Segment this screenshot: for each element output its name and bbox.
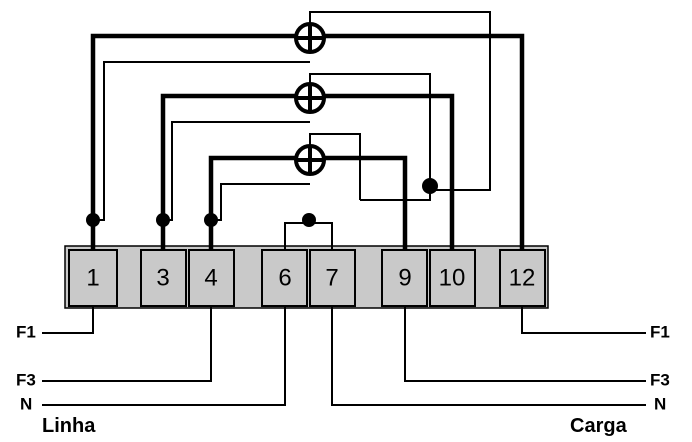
voltage-wire-2 <box>211 183 310 221</box>
terminal-6-label: 6 <box>278 264 291 291</box>
terminal-4: 4 <box>188 249 235 307</box>
voltage-coils <box>294 22 326 176</box>
external-wires <box>42 306 646 406</box>
terminal-7-label: 7 <box>325 264 338 291</box>
junction-dots <box>86 178 438 227</box>
line-f3-label: F3 <box>16 370 36 389</box>
terminal-10: 10 <box>429 249 476 307</box>
junction-dot-1 <box>86 213 100 227</box>
coil-1-icon <box>294 22 326 54</box>
terminal-3: 3 <box>140 249 187 307</box>
terminal-9-label: 9 <box>398 264 411 291</box>
line-n-label: N <box>20 394 32 413</box>
voltage-wires <box>93 11 491 250</box>
load-n-wire <box>331 306 646 406</box>
line-f1-wire <box>42 306 94 334</box>
line-f1-label: F1 <box>16 322 36 341</box>
terminal-9: 9 <box>381 249 428 307</box>
load-f1-wire <box>521 306 646 334</box>
voltage-wire-1-return <box>309 11 491 191</box>
voltage-wire-3-return <box>309 73 431 201</box>
load-f3-label: F3 <box>650 370 670 389</box>
load-f1-label: F1 <box>650 322 670 341</box>
terminal-12: 12 <box>499 249 546 307</box>
terminal-3-label: 3 <box>156 264 169 291</box>
terminal-10-label: 10 <box>439 264 466 291</box>
junction-dot-neutral <box>302 213 316 227</box>
junction-dot-4 <box>204 213 218 227</box>
caption-linha: Linha <box>42 415 96 437</box>
load-f3-wire <box>404 306 646 382</box>
terminal-7: 7 <box>309 249 356 307</box>
line-f3-wire <box>42 306 212 382</box>
junction-dot-return <box>422 178 438 194</box>
coil-2-icon <box>294 82 326 114</box>
junction-dot-3 <box>156 213 170 227</box>
terminal-4-label: 4 <box>204 264 217 291</box>
line-n-wire <box>42 306 286 406</box>
caption-carga: Carga <box>570 415 628 437</box>
voltage-wire-2-return <box>309 133 361 200</box>
load-n-label: N <box>654 394 666 413</box>
terminal-1-label: 1 <box>86 264 99 291</box>
terminal-6: 6 <box>261 249 308 307</box>
coil-3-icon <box>294 144 326 176</box>
voltage-wire-3 <box>163 121 310 221</box>
voltage-wire-1 <box>93 61 310 221</box>
terminal-12-label: 12 <box>509 264 536 291</box>
terminal-1: 1 <box>68 249 118 307</box>
